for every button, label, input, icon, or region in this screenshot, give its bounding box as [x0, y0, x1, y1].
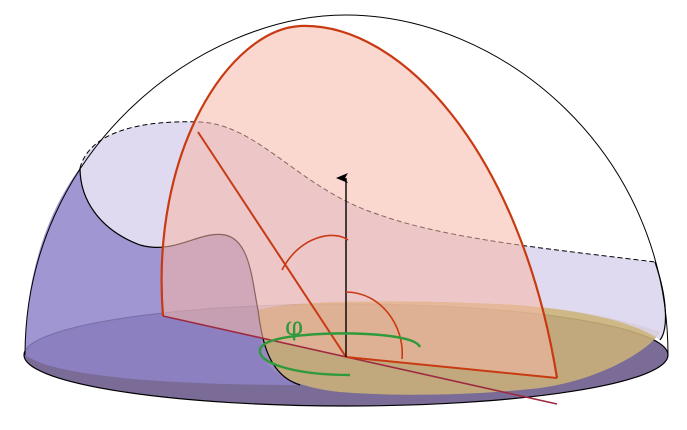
vertical-plane-edge: [160, 24, 559, 379]
zenith-angle-arc: [281, 234, 349, 271]
vertical-plane: [161, 25, 557, 379]
projected-ray: [345, 356, 558, 379]
azimuth-arc: [258, 332, 422, 377]
azimuth-label: φ: [285, 312, 303, 342]
plane-base-line: [162, 315, 558, 405]
elevation-angle-arc: [345, 291, 403, 360]
dome-outline: [24, 14, 669, 356]
incident-ray: [197, 131, 347, 358]
